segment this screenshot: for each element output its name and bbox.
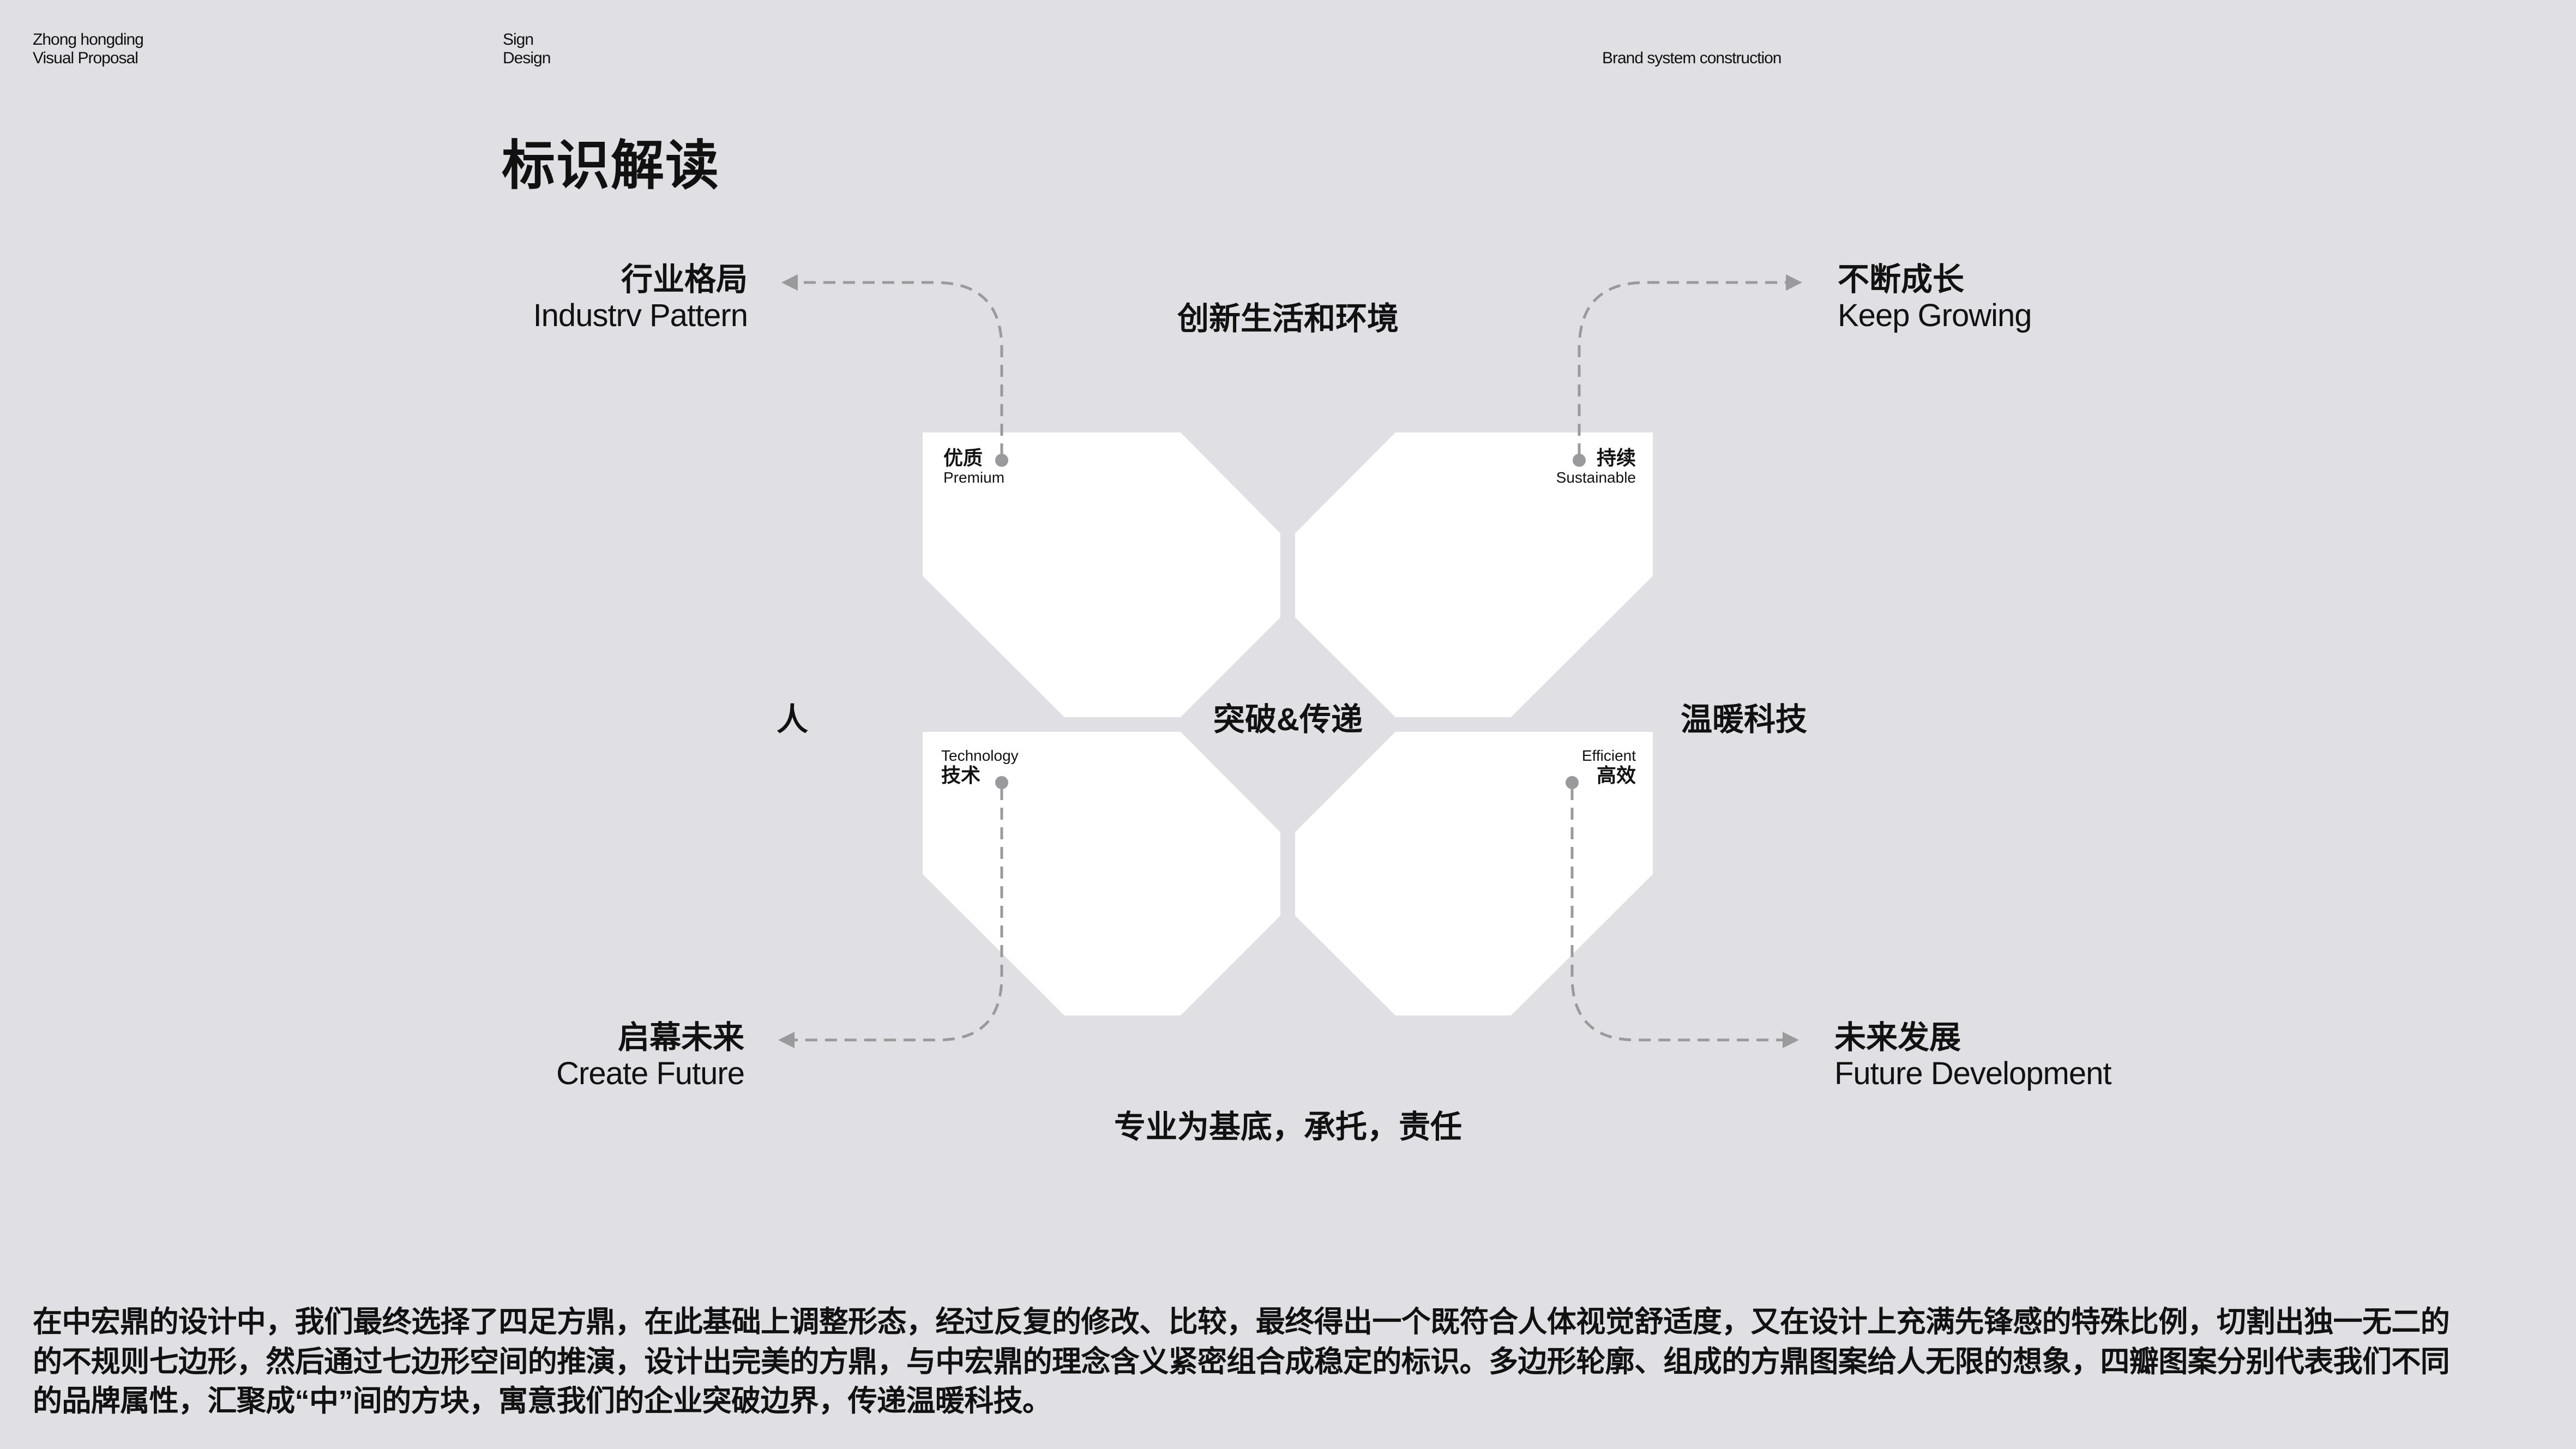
callout-en: Create Future — [556, 1056, 745, 1091]
dot-top-right-icon — [1573, 454, 1586, 467]
petal-top-right-label: 持续 Sustainable — [1556, 447, 1636, 486]
callout-top-left: 行业格局 Industrv Pattern — [533, 262, 748, 334]
petal-cn: 持续 — [1596, 447, 1636, 469]
callout-cn: 行业格局 — [621, 262, 748, 297]
callout-bottom-right: 未来发展 Future Development — [1834, 1020, 2111, 1092]
petal-bottom-left-label: Technology 技术 — [941, 747, 1019, 786]
petal-cn: 高效 — [1596, 764, 1636, 786]
label-top-center: 创新生活和环境 — [1177, 301, 1399, 336]
label-middle-right: 温暖科技 — [1681, 702, 1808, 737]
description-line-3: 的品牌属性，汇聚成“中”间的方块，寓意我们的企业突破边界，传递温暖科技。 — [33, 1385, 1052, 1417]
header-project: Zhong hongding Visual Proposal — [33, 31, 144, 68]
description-line-1: 在中宏鼎的设计中，我们最终选择了四足方鼎，在此基础上调整形态，经过反复的修改、比… — [33, 1306, 2450, 1338]
label-middle-left: 人 — [777, 702, 809, 737]
label-bottom-center: 专业为基底，承托，责任 — [1114, 1109, 1462, 1145]
petal-cn: 技术 — [941, 764, 981, 786]
dot-bottom-right-icon — [1566, 776, 1579, 789]
callout-top-right: 不断成长 Keep Growing — [1838, 262, 2032, 334]
petal-en: Technology — [941, 747, 1019, 764]
header-client-name: Zhong hongding — [33, 31, 144, 49]
petal-top-left-label: 优质 Premium — [943, 447, 1004, 486]
callout-cn: 不断成长 — [1838, 262, 1965, 297]
header-section-line1: Sign — [503, 31, 534, 49]
callout-bottom-left: 启幕未来 Create Future — [556, 1020, 745, 1092]
petal-cn: 优质 — [943, 447, 983, 469]
callout-en: Future Development — [1834, 1056, 2111, 1091]
callout-cn: 未来发展 — [1834, 1020, 1961, 1055]
petal-en: Premium — [943, 469, 1005, 486]
header-chapter: Brand system construction — [1602, 49, 1781, 67]
page-title: 标识解读 — [502, 135, 720, 195]
header-section-line2: Design — [503, 49, 551, 67]
callout-en: Industrv Pattern — [533, 298, 748, 333]
dot-bottom-left-icon — [995, 776, 1008, 789]
label-center: 突破&传递 — [1213, 702, 1363, 737]
connector-bottom-right — [1570, 788, 1799, 1048]
petal-bottom-right-shape — [1295, 732, 1653, 1015]
callout-en: Keep Growing — [1838, 298, 2032, 333]
description-line-2: 的不规则七边形，然后通过七边形空间的推演，设计出完美的方鼎，与中宏鼎的理念含义紧… — [33, 1345, 2450, 1378]
petal-bottom-right-label: Efficient 高效 — [1582, 747, 1636, 786]
petal-top-right-shape — [1295, 432, 1653, 717]
connector-top-left — [781, 274, 1003, 455]
petal-bottom-left-shape — [923, 732, 1280, 1015]
header-doc-type: Visual Proposal — [33, 49, 139, 67]
callout-cn: 启幕未来 — [617, 1020, 744, 1055]
header-section: Sign Design — [503, 31, 551, 68]
description-paragraph: 在中宏鼎的设计中，我们最终选择了四足方鼎，在此基础上调整形态，经过反复的修改、比… — [33, 1302, 2547, 1421]
connector-top-right — [1578, 274, 1802, 455]
petal-top-left-shape — [923, 432, 1280, 717]
petal-en: Sustainable — [1556, 469, 1636, 486]
connector-bottom-left — [778, 788, 1003, 1048]
petal-en: Efficient — [1581, 747, 1636, 764]
dot-top-left-icon — [995, 454, 1008, 467]
